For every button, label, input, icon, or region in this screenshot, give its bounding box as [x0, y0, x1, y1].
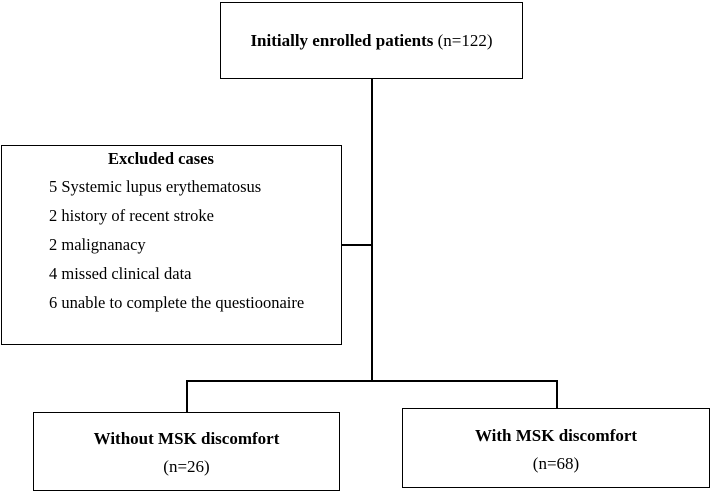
connector-excluded-branch — [342, 244, 372, 246]
without-msk-box: Without MSK discomfort (n=26) — [33, 412, 340, 491]
enrolled-count: (n=122) — [437, 30, 493, 50]
excluded-item: 4 missed clinical data — [49, 264, 192, 283]
connector-with-drop — [556, 380, 558, 408]
without-msk-label: Without MSK discomfort — [93, 429, 280, 448]
excluded-item: 6 unable to complete the questioonaire — [49, 293, 305, 312]
connector-split-horizontal — [186, 380, 557, 382]
enrolled-label: Initially enrolled patients — [250, 30, 434, 50]
without-msk-count: (n=26) — [163, 457, 210, 476]
with-msk-count: (n=68) — [532, 454, 580, 473]
excluded-item: 5 Systemic lupus erythematosus — [49, 177, 262, 196]
with-msk-box: With MSK discomfort (n=68) — [402, 408, 710, 488]
connector-without-drop — [186, 380, 188, 412]
with-msk-label: With MSK discomfort — [474, 426, 638, 445]
excluded-cases-box: Excluded cases 5 Systemic lupus erythema… — [1, 145, 342, 345]
excluded-list: 5 Systemic lupus erythematosus 2 history… — [49, 177, 339, 313]
excluded-item: 2 malignanacy — [49, 235, 146, 254]
enrolled-patients-box: Initially enrolled patients (n=122) — [220, 2, 523, 79]
excluded-item: 2 history of recent stroke — [49, 206, 214, 225]
excluded-title: Excluded cases — [108, 149, 214, 168]
connector-main-vertical — [371, 79, 373, 381]
